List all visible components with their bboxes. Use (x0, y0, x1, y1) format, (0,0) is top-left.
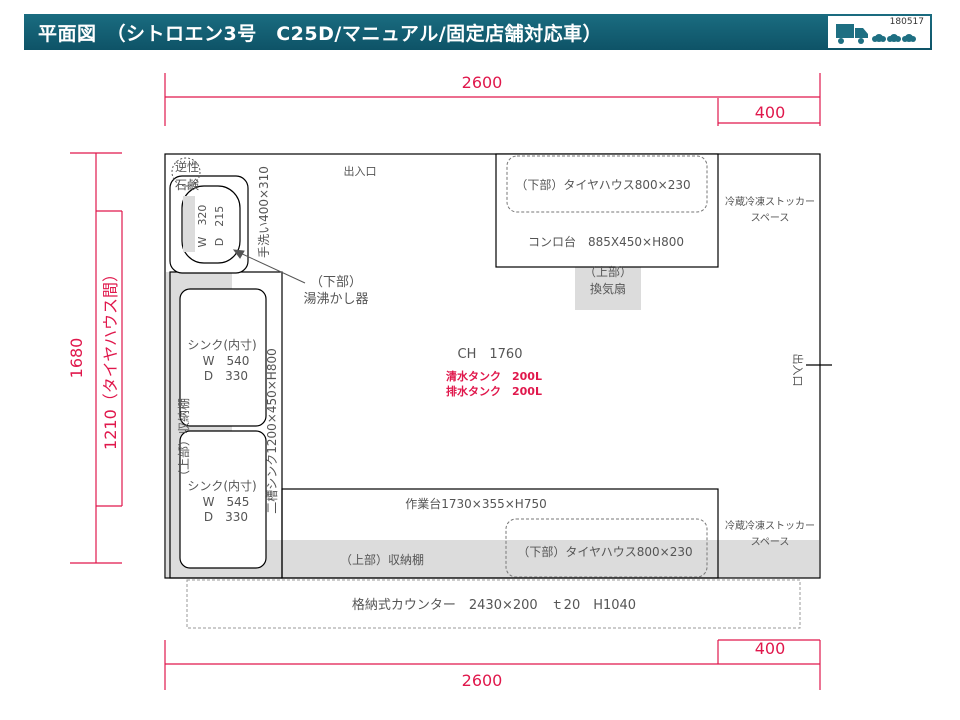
label-upper-shelf-left: （上部）収納棚 (176, 398, 191, 482)
label-sink2-title: シンク(内寸) (187, 479, 256, 493)
label-worktable: 作業台1730×355×H750 (405, 496, 546, 511)
label-sink1-w: W 540 (203, 354, 250, 368)
soap-circle (171, 157, 201, 187)
heater-arrow (232, 249, 306, 284)
label-fridge-bottom-2: スペース (751, 537, 790, 548)
label-heater-1: （下部） (310, 275, 362, 290)
document-code: 180517 (889, 17, 924, 27)
dim-bottom-right: 400 (755, 639, 786, 658)
label-upper-shelf-bottom: （上部）収納棚 (340, 552, 424, 567)
sink-1 (179, 288, 267, 427)
dimension-lines (70, 73, 821, 690)
dim-top-total: 2600 (462, 73, 503, 92)
truck-icon (836, 24, 916, 44)
tirehouse-top (506, 155, 708, 213)
label-fridge-bottom-1: 冷蔵冷凍ストッカー (725, 519, 815, 532)
label-waste-tank: 排水タンク 200L (446, 384, 542, 398)
label-sink2-w: W 545 (203, 495, 250, 509)
dim-top-right: 400 (755, 103, 786, 122)
label-heater-2: 湯沸かし器 (303, 292, 368, 307)
tirehouse-bottom (505, 518, 708, 578)
label-counter: 格納式カウンター 2430×200 ｔ20 H1040 (352, 597, 636, 613)
header-bar: 平面図 （シトロエン3号 C25D/マニュアル/固定店舗対応車） 180517 (24, 14, 932, 50)
label-handwash: 手洗い400×310 (257, 166, 271, 258)
counter-outline (186, 579, 801, 629)
label-tirehouse-top: （下部）タイヤハウス800×230 (515, 177, 690, 192)
sink-2 (179, 430, 267, 569)
basin-inner (181, 185, 241, 264)
label-entrance-top: 出入口 (344, 164, 377, 178)
label-fan-2: 換気扇 (590, 281, 626, 296)
dim-bottom-total: 2600 (462, 671, 503, 690)
label-ch: CH 1760 (458, 347, 523, 362)
stove-outline (495, 153, 719, 268)
label-fridge-top-2: スペース (751, 213, 790, 224)
label-stove: コンロ台 885X450×H800 (528, 234, 684, 249)
label-fan-1: （上部） (584, 264, 632, 279)
label-soap-1: 逆性 (175, 159, 199, 174)
page-title: 平面図 （シトロエン3号 C25D/マニュアル/固定店舗対応車） (38, 23, 603, 45)
dim-left-total: 1680 (67, 338, 86, 379)
label-basin-d: D 215 (213, 206, 226, 246)
label-basin-w: W 320 (196, 205, 209, 248)
label-double-sink: 二槽シンク1200×450×H800 (265, 348, 279, 513)
outlines (164, 153, 832, 579)
label-sink1-d: D 330 (204, 369, 248, 383)
dim-left-inner: 1210（タイヤハウス間） (101, 266, 120, 450)
basin-shadow (183, 196, 195, 252)
label-sink1-title: シンク(内寸) (187, 338, 256, 352)
header-badge: 180517 (828, 16, 930, 48)
label-fridge-top-1: 冷蔵冷凍ストッカー (725, 195, 815, 208)
label-fresh-tank: 清水タンク 200L (446, 369, 542, 383)
label-entrance-right: 出入口 (791, 354, 805, 387)
label-sink2-d: D 330 (204, 510, 248, 524)
label-tirehouse-bottom: （下部）タイヤハウス800×230 (517, 544, 692, 559)
trees-icon (872, 34, 916, 42)
label-soap-2: 石鹸 (175, 178, 199, 192)
